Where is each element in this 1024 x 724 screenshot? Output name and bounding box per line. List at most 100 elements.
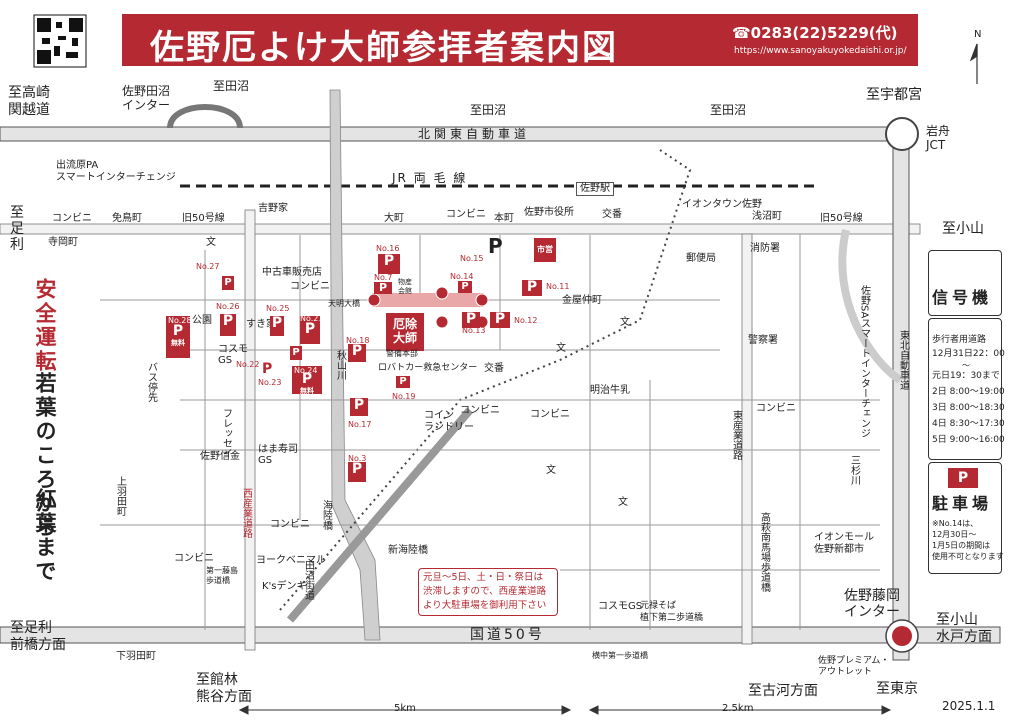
parking-p-label: P (271, 315, 283, 331)
parking-no13[interactable]: P (462, 312, 480, 328)
parking-no7[interactable]: P (374, 282, 392, 294)
parking-no15[interactable]: P (488, 234, 503, 258)
page-title: 佐野厄よけ大師参拝者案内図 (150, 28, 618, 68)
label-ichigaya-walk: 横中第一歩道橋 (592, 651, 648, 660)
parking-no3[interactable]: P (348, 462, 366, 482)
congestion-notice: 元旦～5日、土・日・祭日は 渋滞しますので、西産業道路 より大駐車場を御利用下さ… (418, 568, 558, 616)
temple-marker[interactable]: 厄除 大師 (386, 313, 424, 351)
place-bus-stop: バス停先 (145, 362, 157, 402)
parking-no22[interactable]: P (290, 346, 302, 360)
place-honmachi: 本町 (494, 213, 514, 224)
parking-no27-num: No.27 (196, 262, 220, 271)
parking-no23-num: No.23 (258, 378, 282, 387)
place-asanuma: 浅沼町 (752, 211, 782, 222)
place-post-office: 郵便局 (686, 253, 716, 264)
website-link[interactable]: https://www.sanoyakuyokedaishi.or.jp/ (734, 46, 907, 56)
place-koban-2: 交番 (484, 363, 504, 374)
parking-p-label: P (224, 277, 232, 288)
parking-no14[interactable]: P (458, 281, 472, 293)
parking-p-label: P (351, 461, 363, 477)
parking-no12[interactable]: P (490, 312, 510, 328)
label-expressway: 北関東自動車道 (418, 127, 531, 141)
dir-ashikaga-maebashi: 至足利 前橋方面 (10, 620, 66, 653)
label-kaiun-bridge: 海陸橋 (320, 500, 332, 530)
parking-p-label: P (494, 311, 506, 327)
place-fire-station: 消防署 (750, 243, 780, 254)
parking-no22-num: No.22 (236, 360, 260, 369)
parking-no16[interactable]: P (378, 254, 400, 274)
place-koen: 公園 (192, 315, 212, 326)
parking-no19[interactable]: P (396, 376, 410, 388)
parking-no23[interactable]: P (262, 361, 273, 377)
place-yoshinoya: 吉野家 (258, 203, 288, 214)
label-akiyama-river: 秋山川 (334, 350, 346, 380)
dir-tanuma-2: 至田沼 (470, 103, 507, 117)
legend-walk-time-3: 元日19：30まで (932, 371, 1000, 381)
parking-p-label: P (222, 313, 234, 329)
place-yorkbenimaru: ヨークベニマル (256, 555, 326, 566)
place-hama-sushi: はま寿司 GS (258, 444, 298, 466)
parking-no18[interactable]: P (348, 344, 366, 362)
label-nishi-sangyo: 西産業道路 (240, 488, 252, 538)
parking-free-label: 無料 (300, 387, 314, 395)
label-smart-ic: 佐野SAスマートインターチェンジ (858, 285, 870, 439)
parking-p-label: P (351, 343, 363, 359)
parking-no25[interactable]: P (270, 316, 284, 336)
parking-no11-num: No.11 (546, 282, 570, 291)
parking-no15-num: No.15 (460, 254, 484, 263)
parking-no28-num: No.28 (168, 316, 192, 325)
place-bussan: 物産 会館 (398, 278, 412, 295)
parking-p-label: P (465, 311, 477, 327)
parking-no18-num: No.18 (346, 336, 370, 345)
parking-market-label: 市営 (537, 245, 553, 254)
scale-left-label: 5km (394, 703, 416, 714)
label-mikasugawa: 三杉川 (848, 455, 860, 485)
parking-p-label: P (378, 281, 388, 294)
place-bunko-4: 文 (546, 465, 556, 476)
place-bunko-1: 文 (206, 237, 216, 248)
place-konbini-7: コンビニ (290, 281, 330, 292)
parking-no27[interactable]: P (222, 276, 234, 290)
place-daiichi-walk: 第一藤島 歩道橋 (206, 566, 238, 585)
parking-no25-num: No.25 (266, 304, 290, 313)
legend-walk-time-1: 12月31日22：00 (932, 349, 1005, 359)
place-bunko-3: 文 (556, 343, 566, 354)
parking-no21[interactable]: P (300, 316, 320, 344)
place-tenmeibashi: 天明大橋 (328, 299, 360, 308)
place-konbini-8: コンビニ (446, 209, 486, 220)
parking-no17[interactable]: P (350, 398, 368, 416)
scale-bars (238, 705, 892, 715)
legend-signal-title: 信号機 (932, 288, 993, 307)
place-sano-station: 佐野駅 (576, 182, 614, 196)
legend-parking-icon: P (948, 468, 978, 488)
place-konbini-4: コンビニ (756, 403, 796, 414)
parking-no26[interactable]: P (220, 314, 236, 336)
place-sano-shinkin: 佐野信金 (200, 451, 240, 462)
parking-no14-num: No.14 (450, 272, 474, 281)
old-route50-road (0, 223, 921, 235)
tobu-line (279, 149, 692, 611)
slogan-line2: 紅葉まで (33, 488, 57, 584)
parking-no13-num: No.13 (462, 326, 486, 335)
dir-tanuma-3: 至田沼 (710, 103, 747, 117)
parking-no11[interactable]: P (522, 280, 542, 296)
label-tanuma-road: 田沼街道 (302, 560, 314, 600)
place-robot-car: ロバトカー救急センター (378, 363, 478, 373)
street-grid (100, 234, 880, 630)
current-location-marker (892, 626, 912, 646)
legend-parking-p: P (957, 470, 969, 486)
label-route50: 国道50号 (470, 627, 545, 643)
place-kanayanaka: 金屋仲町 (562, 295, 602, 306)
place-cosmo-gs2: コスモGS (598, 601, 643, 612)
place-shimohaneda: 下羽田町 (116, 651, 156, 662)
smart-ic-ramp (838, 229, 903, 384)
place-bunko-2: 文 (620, 317, 630, 328)
temple-name: 厄除 大師 (392, 317, 417, 345)
parking-no16-num: No.16 (376, 244, 400, 253)
parking-city[interactable]: 市営 (534, 238, 556, 262)
phone-number[interactable]: ☎0283(22)5229(代) (732, 24, 898, 42)
parking-p-label: P (292, 347, 300, 358)
